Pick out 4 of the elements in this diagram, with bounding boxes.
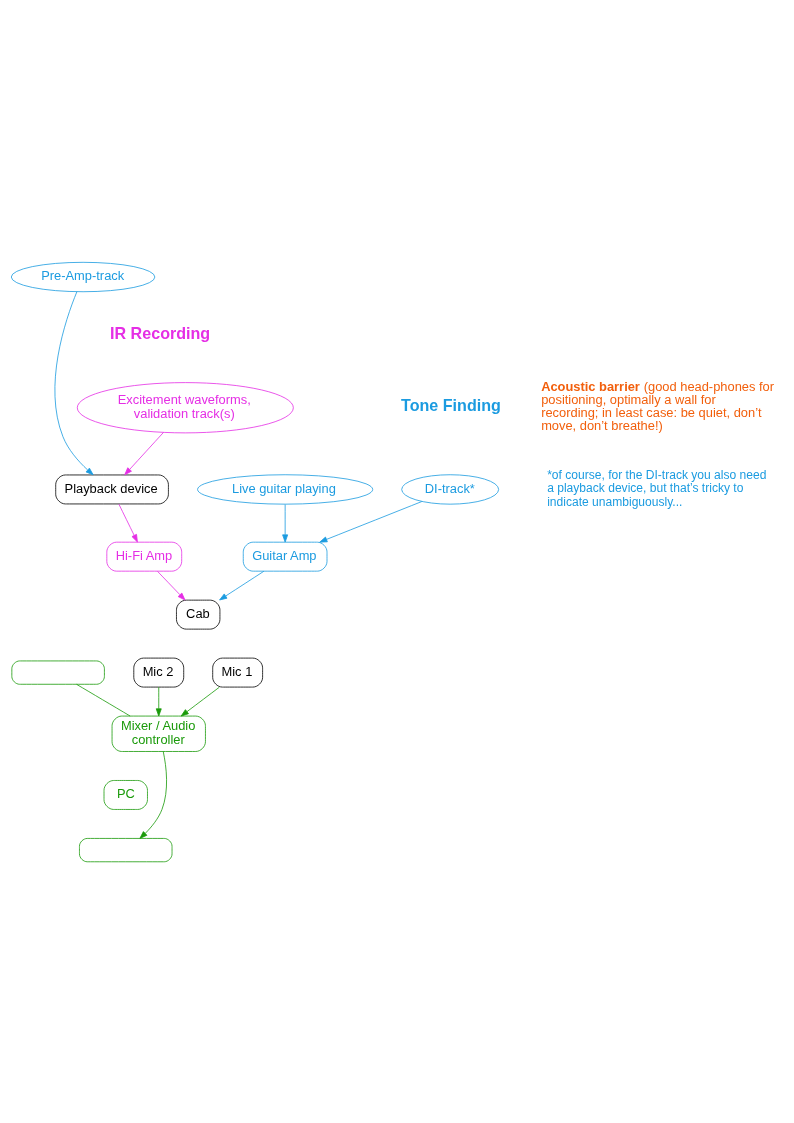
label: Acoustic barrier (good head-phones for positioning, optimally a wall for recording; in least case: be quiet, don’t move, don’t breathe!) — [541, 378, 775, 433]
label: Tone Finding — [401, 395, 501, 414]
label: IR Recording — [110, 323, 211, 342]
label: *of course, for the DI-track you also need a playback device, but that’s tricky to indicate unambiguously... — [547, 467, 767, 509]
